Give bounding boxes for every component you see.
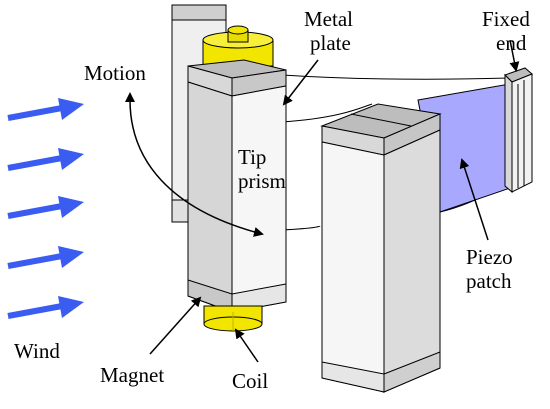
wind-arrow-icon bbox=[7, 296, 84, 319]
piezo-patch-label-line2: patch bbox=[466, 269, 512, 293]
wind-arrow-icon bbox=[7, 246, 84, 269]
right-prism bbox=[320, 103, 442, 393]
metal-plate-pointer-icon bbox=[282, 59, 319, 106]
wind-arrows bbox=[7, 98, 84, 319]
fixed-end-clamp bbox=[504, 67, 533, 194]
metal-plate-label-line1: Metal bbox=[304, 7, 353, 31]
wind-label: Wind bbox=[14, 339, 60, 363]
metal-plate-label-line2: plate bbox=[310, 31, 351, 55]
magnet-pointer-icon bbox=[149, 296, 202, 355]
motion-label: Motion bbox=[84, 61, 146, 85]
coil-label: Coil bbox=[232, 369, 268, 393]
bottom-coil bbox=[203, 305, 263, 332]
wind-arrow-icon bbox=[7, 196, 84, 219]
tip-prism-label-line2: prism bbox=[238, 169, 286, 193]
fixed-end-pointer-icon bbox=[509, 39, 520, 72]
piezo-pointer-icon bbox=[459, 158, 489, 241]
motion-arrow-icon bbox=[125, 92, 264, 237]
wind-arrow-icon bbox=[7, 98, 84, 121]
tip-prism-label-line1: Tip bbox=[238, 145, 266, 169]
piezo-patch-label-line1: Piezo bbox=[466, 245, 513, 269]
wind-arrow-icon bbox=[7, 148, 84, 171]
fixed-end-label-line2: end bbox=[496, 31, 527, 55]
magnet-label: Magnet bbox=[100, 363, 164, 387]
top-coil bbox=[202, 25, 274, 67]
fixed-end-label-line1: Fixed bbox=[482, 7, 530, 31]
coil-pointer-icon bbox=[234, 328, 259, 363]
